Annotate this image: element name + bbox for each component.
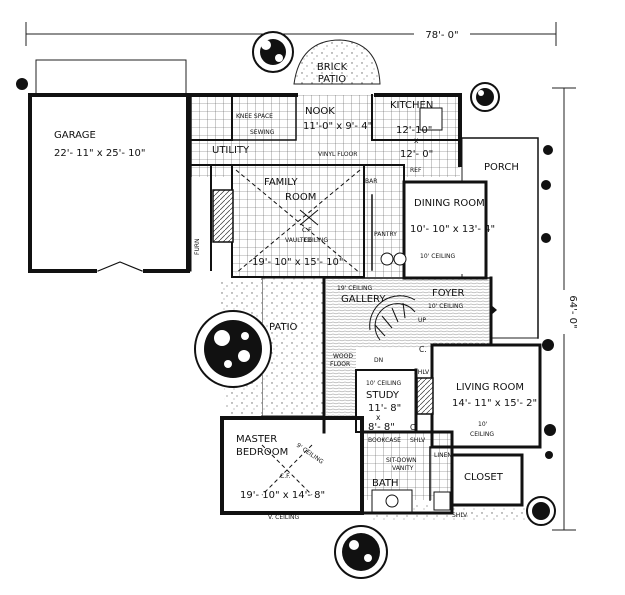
foyer-ceiling: 10' CEILING (428, 303, 464, 310)
garage-label: GARAGE (54, 130, 96, 141)
master-bedroom-cf: C.F. (280, 473, 291, 480)
bar-label: BAR (365, 178, 377, 185)
wood-floor-label: FLOOR (330, 361, 350, 368)
dining-room-size: 10'- 10" x 13'- 4" (410, 224, 495, 235)
family-room-label: ROOM (285, 192, 316, 203)
wood-floor-label: WOOD (333, 353, 353, 360)
living-room-ceiling: CEILING (470, 431, 494, 438)
study-size: x (376, 413, 381, 422)
family-room-vaulted: CEILING (304, 237, 328, 244)
bath-label: BATH (372, 478, 399, 489)
family-room-size: 19'- 10" x 15'- 10" (252, 257, 343, 268)
shlv-label: SHLV (410, 437, 426, 444)
vanity-label: SIT-DOWN (386, 457, 417, 464)
furn-label: FURN (194, 239, 201, 256)
floor-areas (30, 95, 540, 513)
gallery-ceiling: 19' CEILING (337, 285, 373, 292)
tree-icon (194, 310, 272, 388)
foyer-label: FOYER (432, 288, 465, 299)
sewing-label: SEWING (250, 129, 275, 136)
nook-size: 11'-0" x 9'- 4" (303, 121, 372, 132)
family-room-label: FAMILY (264, 177, 298, 188)
kitchen-size: 12'- 0" (400, 149, 433, 160)
living-room-label: LIVING ROOM (456, 382, 524, 393)
master-bedroom-size: 19'- 10" x 14'- 8" (240, 490, 325, 501)
pantry-label: PANTRY (374, 231, 397, 238)
living-room-size: 14'- 11" x 15'- 2" (452, 398, 537, 409)
garage-size: 22'- 11" x 25'- 10" (54, 148, 145, 159)
family-room-vaulted: VAULTED (285, 237, 312, 244)
dining-room-label: DINING ROOM (414, 198, 485, 209)
closet-c-label: C. (410, 423, 418, 432)
tree-icon (252, 31, 294, 73)
up-label: UP (418, 317, 426, 324)
kitchen-size: 12'-10" (396, 125, 432, 136)
study-label: STUDY (366, 390, 400, 401)
vanity-label: VANITY (392, 465, 414, 472)
shlv-label: SHLV (414, 369, 430, 376)
closet-label: CLOSET (464, 472, 504, 483)
dining-room-ceiling: 10' CEILING (420, 253, 456, 260)
tree-icon (334, 525, 388, 579)
bookcase-label: BOOKCASE (368, 437, 401, 444)
room-labels: GARAGE 22'- 11" x 25'- 10" BRICK PATIO N… (54, 62, 537, 521)
brick-patio-label: BRICK (317, 62, 348, 73)
living-room-ceiling: 10' (478, 421, 488, 428)
tree-icon (470, 82, 500, 112)
shrub-icon (16, 78, 556, 459)
master-bedroom-label: MASTER (236, 434, 277, 445)
brick-patio-label: PATIO (318, 74, 347, 85)
depth-dimension: 64'- 0" (567, 295, 578, 328)
master-bedroom-label: BEDROOM (236, 447, 288, 458)
v-ceiling-label: V. CEILING (268, 514, 299, 521)
study-size: 11'- 8" (368, 403, 401, 414)
kitchen-size: x (414, 136, 419, 145)
utility-label: UTILITY (212, 145, 250, 156)
entry-arrow-icon (490, 304, 497, 316)
dn-label: DN (374, 357, 383, 364)
gallery-label: GALLERY (341, 294, 386, 305)
study-size: 8'- 8" (368, 422, 395, 433)
porch-label: PORCH (484, 162, 519, 173)
vaulted-ceiling-lines (235, 169, 361, 496)
fireplace-icon (212, 189, 234, 243)
bath-fixtures (371, 107, 451, 513)
vinyl-floor-label: VINYL FLOOR (318, 151, 357, 158)
knee-space-label: KNEE SPACE (236, 113, 273, 120)
ref-label: REF (410, 167, 422, 174)
kitchen-label: KITCHEN (390, 100, 433, 111)
patio-label: PATIO (269, 322, 298, 333)
tree-icon (526, 496, 556, 526)
linen-label: LINEN (434, 452, 452, 459)
fireplace-icon (416, 377, 434, 415)
closet-c-label: C. (419, 345, 427, 354)
study-ceiling: 10' CEILING (366, 380, 402, 387)
spiral-stair (369, 295, 416, 341)
width-dimension: 78'- 0" (425, 30, 458, 41)
family-room-cf: C.F. (302, 227, 313, 234)
nook-label: NOOK (305, 106, 335, 117)
shlv-label: SHLV (452, 512, 468, 519)
